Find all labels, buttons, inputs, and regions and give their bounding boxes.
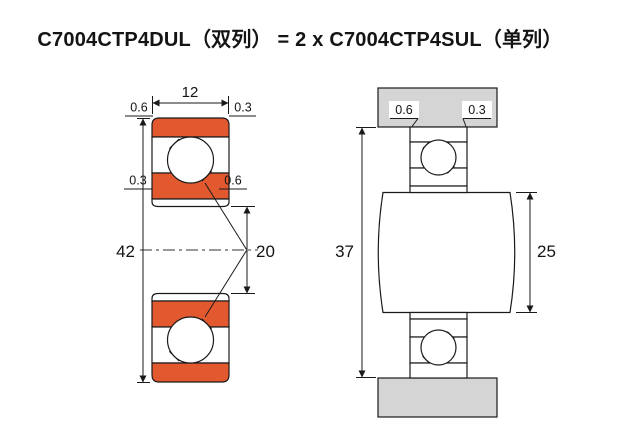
inner-ring-band	[409, 311, 468, 320]
dim-width: 12	[152, 84, 229, 114]
chamfer-left-label: 0.6	[395, 103, 412, 117]
outer-ring-top	[151, 117, 230, 138]
bearing-section-top	[409, 126, 468, 194]
outer-ring-bottom	[151, 362, 230, 383]
chamfer-top-left-label: 0.6	[130, 101, 147, 115]
dim-bore-label: 20	[256, 242, 275, 261]
housing-block-bottom	[377, 377, 498, 418]
left-cross-section: 12 42 20 0.6 0.3 0.3	[116, 84, 275, 383]
dim-housing-label: 37	[335, 242, 354, 261]
dim-shaft: 25	[516, 192, 556, 313]
dim-bore: 20	[231, 206, 275, 294]
chamfer-callout-inner: 0.6	[219, 174, 247, 190]
inner-ring-top	[151, 198, 230, 208]
inner-ring-bottom	[151, 292, 230, 302]
chamfer-callout-right: 0.3	[462, 101, 492, 127]
ball-cage-marks	[422, 331, 455, 364]
ball-top	[166, 136, 215, 184]
dim-shaft-label: 25	[537, 242, 556, 261]
chamfer-right-label: 0.3	[468, 103, 485, 117]
chamfer-side-label: 0.3	[129, 174, 146, 188]
shaft	[377, 191, 516, 314]
contact-angle-line-bottom	[204, 250, 247, 318]
dim-width-label: 12	[182, 84, 199, 101]
chamfer-callout-top-left: 0.6	[125, 101, 153, 117]
ball-bottom	[166, 316, 215, 364]
chamfer-inner-label: 0.6	[224, 174, 241, 188]
ball-bottom-cage-marks	[168, 318, 213, 362]
dim-housing: 37	[335, 127, 376, 378]
right-mounted-view: 0.6 0.3 37 25	[335, 87, 556, 418]
chamfer-top-right-label: 0.3	[234, 101, 251, 115]
ball-top-cage-marks	[168, 138, 213, 182]
contact-angle-line-top	[204, 182, 247, 250]
ball	[420, 139, 457, 176]
inner-ring-band	[409, 185, 468, 194]
ball-cage-marks	[422, 141, 455, 174]
ball	[420, 329, 457, 366]
chamfer-callout-left: 0.6	[389, 101, 419, 127]
dim-od-label: 42	[116, 242, 135, 261]
page-title: C7004CTP4DUL（双列） = 2 x C7004CTP4SUL（单列）	[37, 27, 562, 51]
dim-outer-diameter: 42	[116, 118, 150, 383]
bearing-section-bottom	[409, 311, 468, 379]
chamfer-callout-side: 0.3	[124, 174, 152, 190]
chamfer-callout-top-right: 0.3	[229, 101, 256, 117]
